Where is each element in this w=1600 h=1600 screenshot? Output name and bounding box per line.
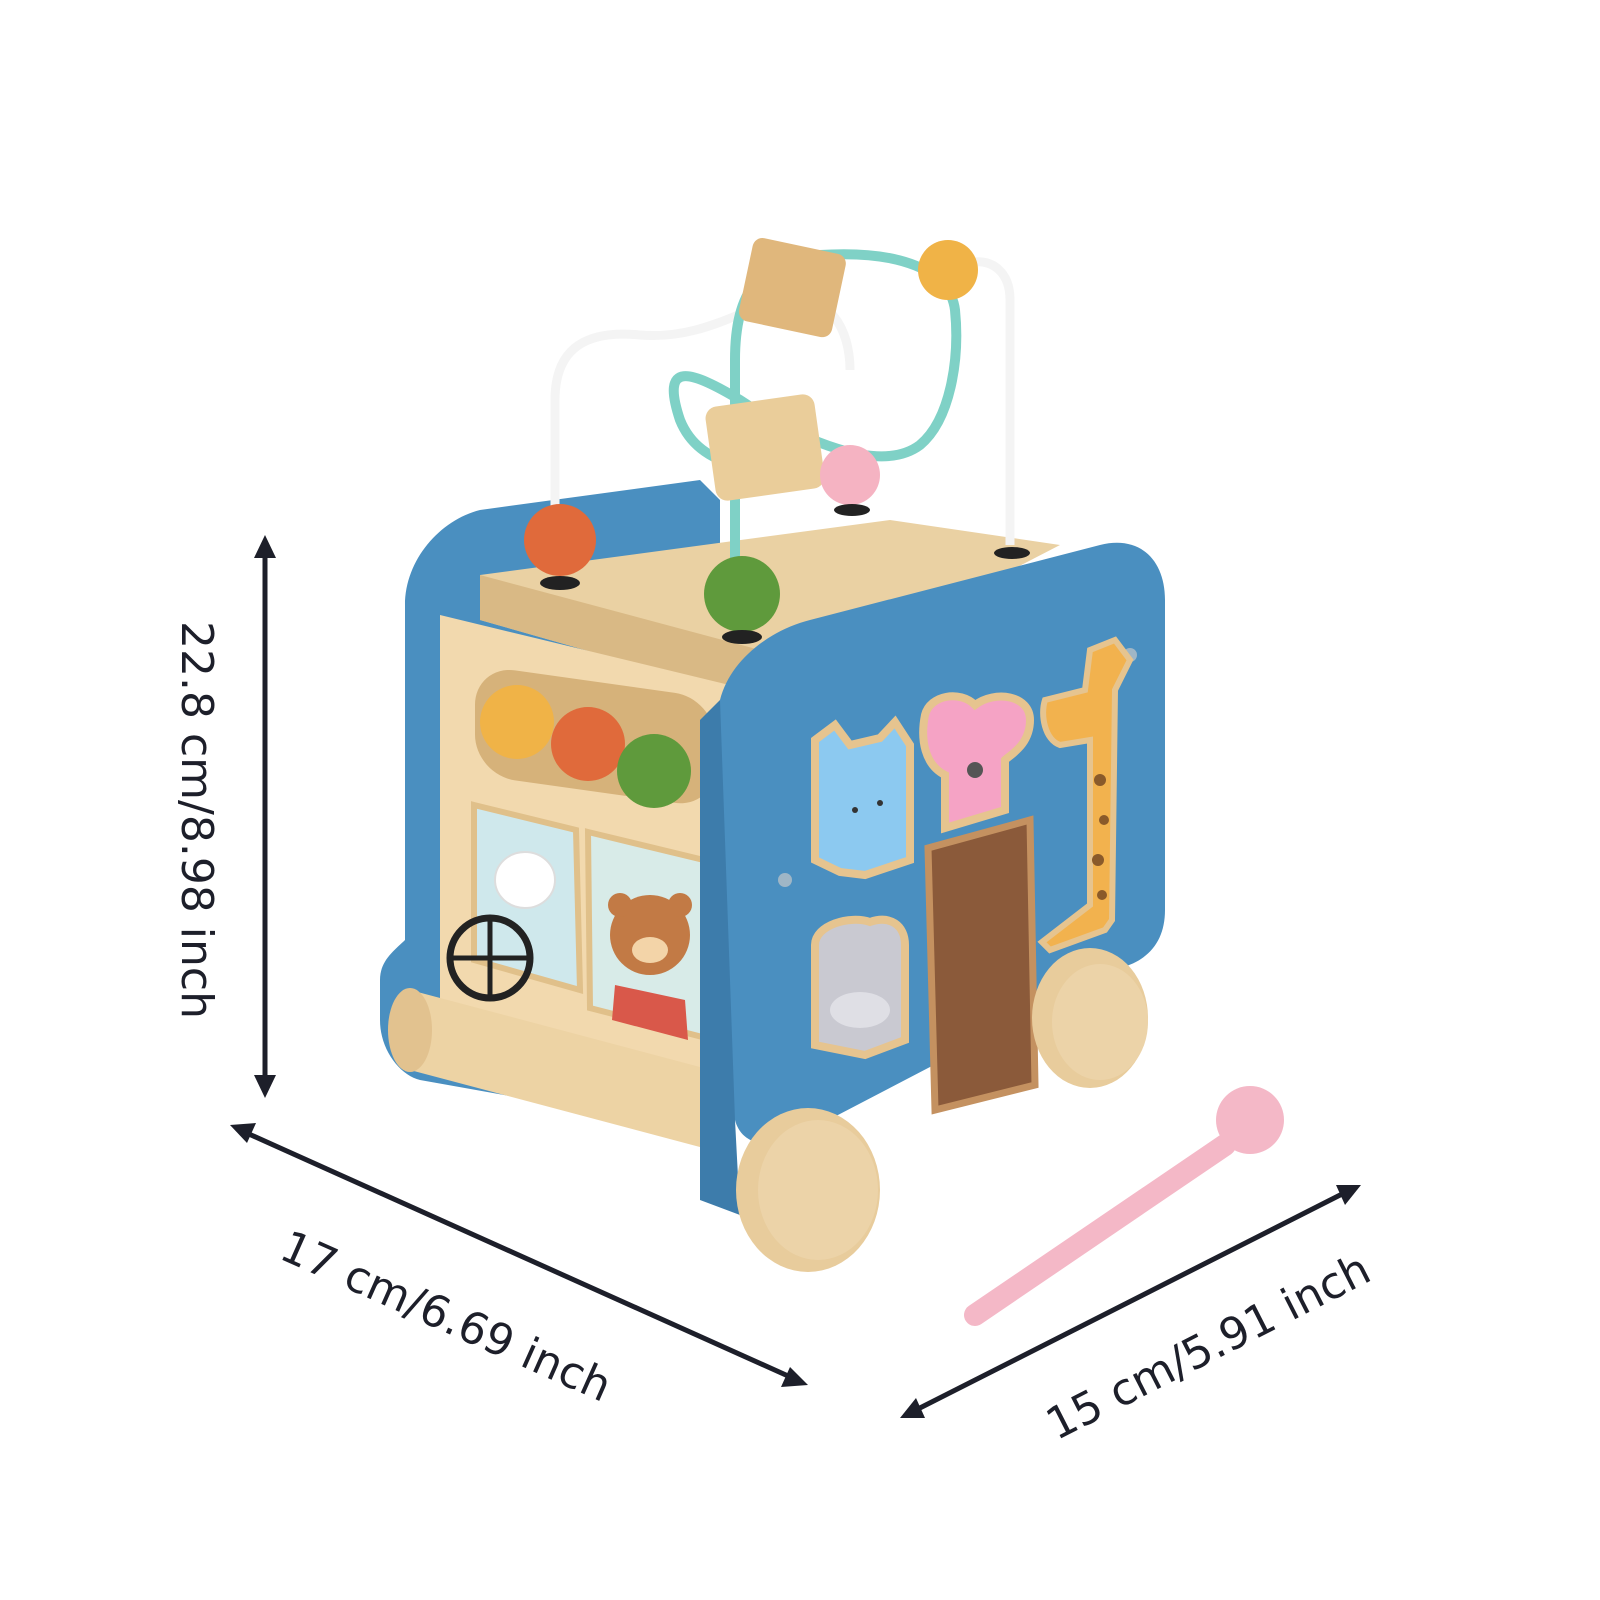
width-label: 15 cm/5.91 inch	[1038, 1244, 1378, 1451]
door-piece[interactable]	[924, 815, 1039, 1115]
wheel-front	[736, 1108, 880, 1272]
activity-cube-toy	[380, 236, 1284, 1326]
screw	[778, 873, 792, 887]
maze-bead-pink	[820, 445, 880, 505]
mallet[interactable]	[964, 1086, 1284, 1326]
abacus-bead-yellow	[480, 685, 554, 759]
koala-piece[interactable]	[919, 692, 1035, 834]
abacus-bead-orange	[551, 707, 625, 781]
bird-icon	[494, 851, 556, 909]
maze-bead-orange	[524, 504, 596, 576]
wheel-rear	[1032, 948, 1148, 1088]
giraffe-piece[interactable]	[1037, 636, 1134, 954]
abacus-bead-green	[617, 734, 691, 808]
picture-block-bear[interactable]	[584, 828, 718, 1044]
koala-icon	[967, 762, 983, 778]
width-dimension-arrow	[900, 1185, 1361, 1418]
bear-icon	[610, 895, 690, 975]
bead-maze[interactable]	[524, 236, 1030, 644]
maze-block-note	[705, 394, 825, 501]
giraffe-icon	[1094, 774, 1106, 786]
height-label: 22.8 cm/8.98 inch	[171, 621, 222, 1019]
hippo-piece[interactable]	[811, 915, 909, 1060]
hippo-icon	[830, 992, 890, 1028]
length-dimension-arrow	[230, 1123, 808, 1387]
picture-block-bird[interactable]	[446, 801, 584, 1002]
front-roller	[410, 990, 730, 1155]
maze-block-wood	[738, 238, 846, 338]
cat-piece[interactable]	[811, 715, 914, 880]
cat-icon	[852, 807, 858, 813]
maze-bead-green	[704, 556, 780, 632]
maze-bead-yellow	[918, 240, 978, 300]
length-label: 17 cm/6.69 inch	[273, 1221, 619, 1412]
height-dimension-arrow	[254, 535, 276, 1098]
